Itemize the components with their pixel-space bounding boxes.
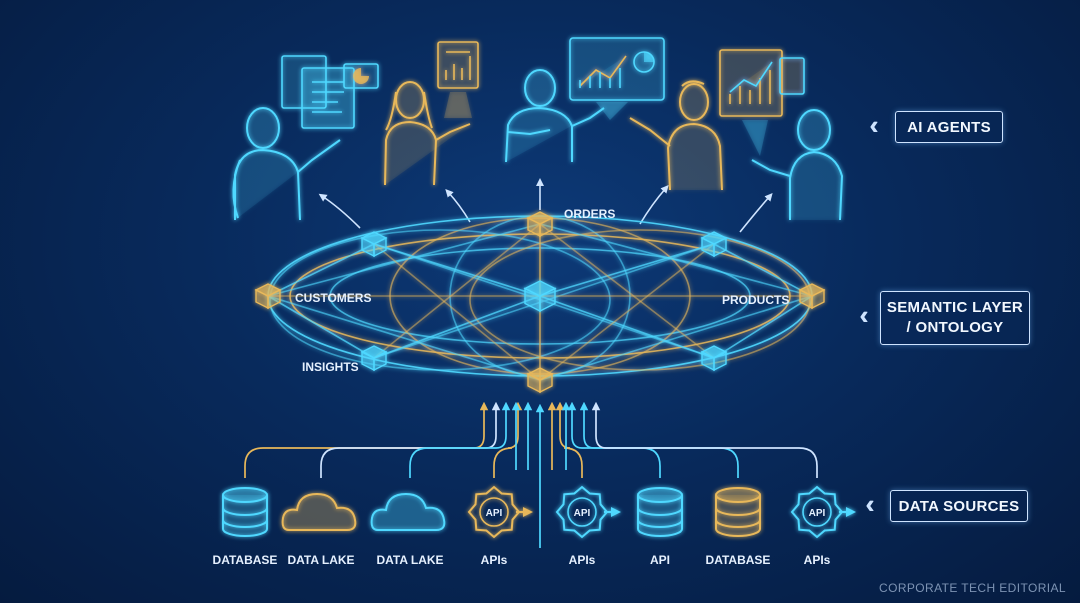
source-label: DATA LAKE: [376, 553, 443, 567]
ai-agents-label: AI AGENTS: [907, 118, 991, 136]
data-source-labels: DATABASE DATA LAKE DATA LAKE APIs APIs A…: [213, 553, 831, 567]
flow-line: [555, 401, 583, 478]
source-label: APIs: [804, 553, 831, 567]
data-sources-row: [222, 485, 856, 539]
flow-line: [579, 401, 739, 478]
flow-line: [320, 401, 501, 478]
source-label: DATABASE: [706, 553, 771, 567]
cube-node: [360, 231, 388, 258]
database-icon: [222, 487, 268, 537]
cube-node-center: [523, 280, 557, 313]
cube-node: [700, 345, 728, 372]
agent-arrows: [318, 178, 773, 233]
api-badge: API: [486, 508, 503, 519]
cloud-icon: [281, 492, 357, 531]
agent-person-icon: [505, 69, 605, 163]
semantic-layer-tag: SEMANTIC LAYER / ONTOLOGY: [880, 291, 1030, 345]
data-sources-tag: DATA SOURCES: [890, 490, 1028, 522]
holo-bar-chart-icon: [719, 49, 805, 117]
flow-line: [493, 401, 523, 478]
agent-person-icon: [629, 80, 723, 191]
semantic-layer-label: SEMANTIC LAYER: [886, 299, 1024, 316]
node-label-products: PRODUCTS: [722, 293, 789, 307]
api-gear-icon: [467, 485, 533, 539]
database-icon: [637, 487, 683, 537]
agent-person-icon: [742, 109, 844, 221]
flow-line: [591, 401, 818, 478]
source-label: APIs: [481, 553, 508, 567]
agent-person-icon: [384, 81, 471, 186]
source-label: DATABASE: [213, 553, 278, 567]
source-label: DATA LAKE: [287, 553, 354, 567]
source-label: API: [650, 553, 670, 567]
footer-credit: CORPORATE TECH EDITORIAL: [879, 581, 1066, 595]
cube-node-customers: [254, 283, 282, 310]
api-gear-icon: [790, 485, 856, 539]
node-label-orders: ORDERS: [564, 207, 615, 221]
node-label-insights: INSIGHTS: [302, 360, 359, 374]
node-label-customers: CUSTOMERS: [295, 291, 371, 305]
flow-line: [244, 401, 489, 478]
cube-node: [700, 231, 728, 258]
ai-agents-tag: AI AGENTS: [895, 111, 1003, 143]
database-icon: [715, 487, 761, 537]
ontology-nodes: [254, 211, 826, 394]
api-badge: API: [574, 508, 591, 519]
ai-agents-group: [232, 37, 844, 221]
flow-line: [409, 401, 511, 478]
api-gear-icon: [555, 485, 621, 539]
holo-line-chart-icon: [569, 37, 665, 120]
cloud-icon: [370, 492, 446, 531]
api-badge: API: [809, 508, 826, 519]
cube-node-orders: [526, 211, 554, 238]
data-sources-label: DATA SOURCES: [898, 497, 1020, 515]
holo-bar-chart-icon: [437, 41, 479, 118]
cube-node: [526, 367, 554, 394]
cube-node-insights: [360, 345, 388, 372]
agent-person-icon: [232, 107, 341, 221]
source-label: APIs: [569, 553, 596, 567]
ontology-label: / ONTOLOGY: [906, 319, 1004, 336]
data-flow-lines: [244, 401, 818, 548]
cube-node-products: [798, 283, 826, 310]
holo-document-icon: [281, 55, 379, 129]
